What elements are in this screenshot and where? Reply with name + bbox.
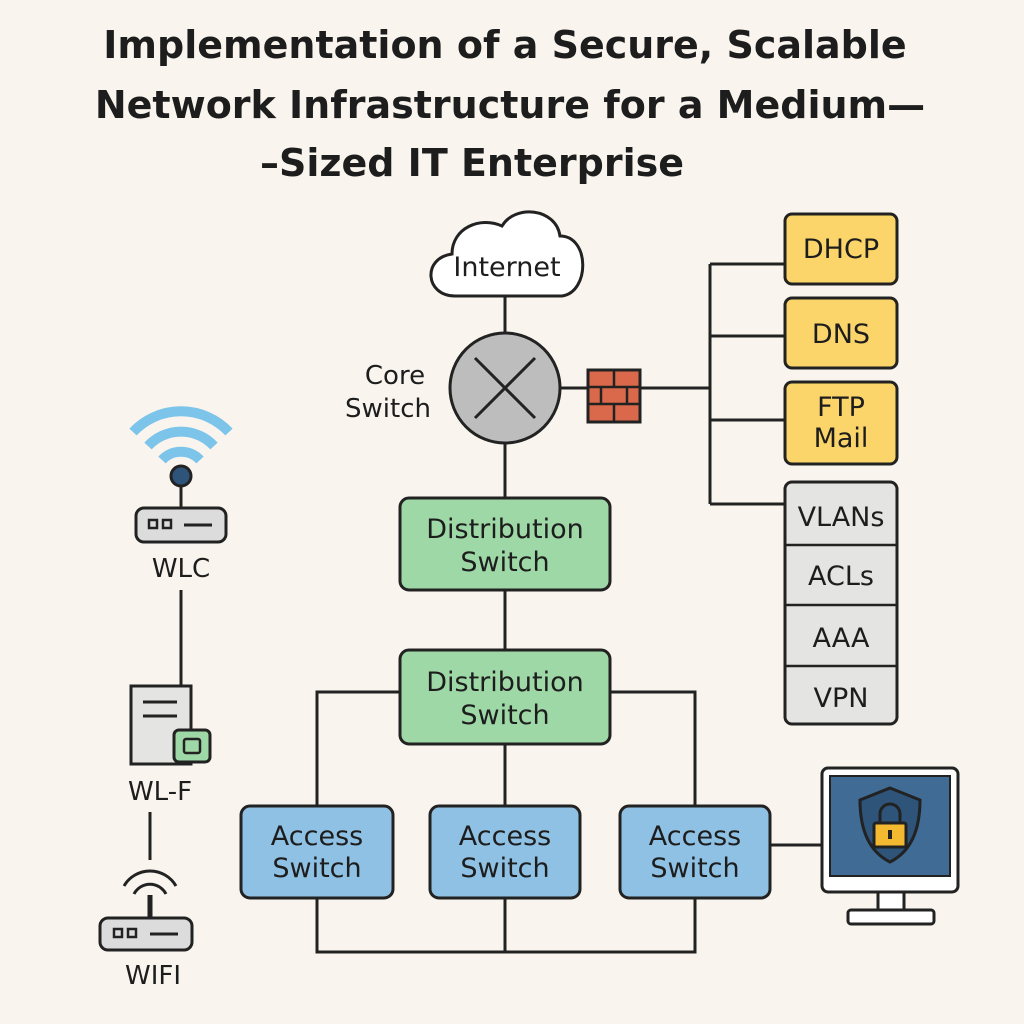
core-switch-cross-b [473,356,537,420]
distribution-switch-1-label-1: Distribution [426,514,584,545]
monitor-neck [876,890,906,912]
wlc-port-1 [147,518,159,530]
security-item-vlans: VLANs [798,502,885,533]
service-ftp-mail-box [783,380,899,466]
firewall [586,368,642,424]
access-switch-3-label-1: Access [649,821,741,852]
core-switch: Core Switch [345,331,562,445]
internet-cloud: Internet [429,210,585,298]
security-item-vpn: VPN [814,683,869,714]
wlc-label: WLC [152,554,210,584]
distribution-switch-2-label-1: Distribution [426,667,584,698]
title-line-3: –Sized IT Enterprise [260,141,684,185]
wifi-router-icon [98,916,194,952]
diagram-title: Implementation of a Secure, Scalable Net… [95,23,925,185]
service-dhcp: DHCP [783,212,899,286]
service-ftp-mail: FTP Mail [783,380,899,466]
access-switch-1-label-2: Switch [272,853,361,884]
security-item-aaa: AAA [813,623,870,654]
server-module-icon [172,728,212,764]
access-switch-3: Access Switch [618,804,772,900]
cloud-icon [429,210,585,298]
core-switch-label-1: Core [365,361,425,391]
distribution-switch-2-label-2: Switch [460,700,549,731]
wifi-arc-outer [122,869,178,887]
lock-keyhole [888,830,892,839]
service-ftp-label: FTP [817,392,865,423]
security-stack-box [783,480,899,726]
wlc-device: WLC [129,406,233,584]
distribution-switch-1-label-2: Switch [460,547,549,578]
service-dns-label: DNS [812,319,870,350]
service-dns-box [783,296,899,370]
title-line-2: Network Infrastructure for a Medium— [95,83,925,127]
service-mail-label: Mail [814,423,869,454]
connection-lines [148,262,822,954]
title-line-1: Implementation of a Secure, Scalable [103,23,906,67]
wifi-arc-inner [132,882,168,895]
distribution-switch-2: Distribution Switch [398,648,612,746]
security-item-acls: ACLs [808,561,874,592]
internet-label: Internet [453,252,560,283]
access-switch-3-label-2: Switch [650,853,739,884]
wlf-device: WL-F [128,684,212,807]
wifi-signal-arc-middle [144,426,218,450]
distribution-switch-1-box [398,496,612,592]
access-switch-1: Access Switch [239,804,395,900]
distribution-switch-2-box [398,648,612,746]
access-switch-2-label-1: Access [459,821,551,852]
lock-shackle [878,802,902,824]
core-switch-label-2: Switch [345,394,431,424]
wifi-signal-arc-outer [129,406,233,436]
monitor-stand [846,908,936,926]
access-switch-1-label-1: Access [271,821,363,852]
antenna-tip-icon [169,464,193,488]
access-switch-2-label-2: Switch [460,853,549,884]
access-switch-3-box [618,804,772,900]
wifi-port-2 [126,927,138,939]
server-module-port [182,737,202,755]
wifi-device: WIFI [98,869,194,991]
wlc-router-icon [134,506,228,544]
service-dhcp-label: DHCP [803,234,879,265]
access-switch-2: Access Switch [428,804,582,900]
access-switch-2-box [428,804,582,900]
link-dist2-access1 [315,690,400,806]
wifi-port-1 [112,927,124,939]
service-dns: DNS [783,296,899,370]
wlc-port-2 [161,518,173,530]
security-stack: VLANs ACLs AAA VPN [783,480,899,726]
access-switch-1-box [239,804,395,900]
secured-monitor [820,766,960,926]
wifi-signal-arc-inner [158,446,204,464]
wifi-label: WIFI [125,961,181,991]
distribution-switch-1: Distribution Switch [398,496,612,592]
link-dist2-access3 [610,690,697,806]
wlf-label: WL-F [128,777,192,807]
service-dhcp-box [783,212,899,286]
